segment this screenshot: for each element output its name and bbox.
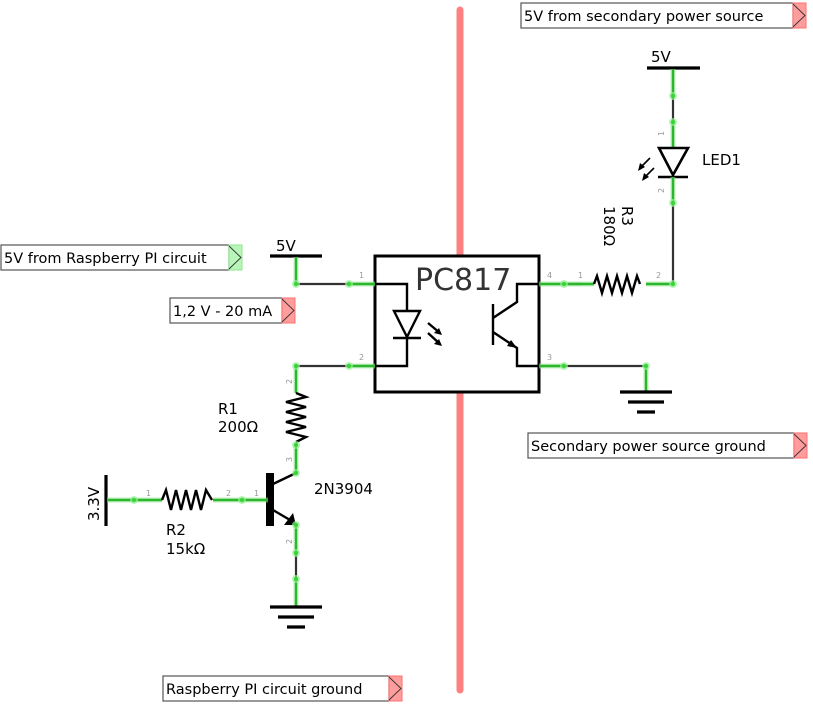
pin-number: 1 xyxy=(359,271,364,280)
net-label-rpi-5v[interactable]: 5V from Raspberry PI circuit xyxy=(0,244,243,271)
connection-dot[interactable] xyxy=(561,281,567,287)
ground-symbol-rpi xyxy=(270,579,322,629)
flag-arrow-icon xyxy=(792,3,806,28)
pin-number: 1 xyxy=(146,489,151,498)
pin-number: 1 xyxy=(578,271,583,280)
q1-ref-label: 2N3904 xyxy=(314,480,373,498)
flag-arrow-icon xyxy=(228,245,242,270)
internal-phototransistor-icon xyxy=(491,282,539,368)
r1-value-label: 200Ω xyxy=(218,418,258,436)
pin-number: 2 xyxy=(657,188,666,193)
flag-arrow-icon xyxy=(388,676,402,701)
r2-value-label: 15kΩ xyxy=(166,540,205,558)
power-label-5v: 5V xyxy=(651,48,672,66)
connection-dot[interactable] xyxy=(293,550,299,556)
pin-number: 2 xyxy=(285,539,294,544)
r1-ref-label: R1 xyxy=(218,400,238,418)
net-label-secondary-5v[interactable]: 5V from secondary power source xyxy=(520,2,807,29)
power-label-3v3: 3.3V xyxy=(85,486,103,521)
optocoupler-pc817[interactable]: PC817 1 2 3 4 xyxy=(349,254,564,394)
connection-dot[interactable] xyxy=(670,281,676,287)
net-flag-red xyxy=(793,432,808,459)
connection-dot[interactable] xyxy=(670,119,676,125)
power-symbol-secondary-5v: 5V xyxy=(647,48,700,96)
led1[interactable]: LED1 1 2 xyxy=(638,122,741,203)
internal-led-icon xyxy=(375,282,442,368)
net-label-led-current-text: 1,2 V - 20 mA xyxy=(173,304,272,320)
pin-number: 2 xyxy=(656,271,661,280)
power-label-5v: 5V xyxy=(276,237,297,255)
connection-dot[interactable] xyxy=(293,442,299,448)
r2-ref-label: R2 xyxy=(166,521,186,539)
net-flag-red xyxy=(388,675,403,702)
pin-number: 2 xyxy=(285,379,294,384)
pin-number: 2 xyxy=(359,353,364,362)
net-label-secondary-5v-text: 5V from secondary power source xyxy=(524,9,764,25)
pin-number: 3 xyxy=(285,457,294,462)
resistor-r1[interactable]: 2 3 R1 200Ω xyxy=(218,366,310,473)
light-emission-icon xyxy=(638,157,655,181)
ground-symbol-secondary xyxy=(620,366,672,414)
connection-dot[interactable] xyxy=(670,93,676,99)
led1-label: LED1 xyxy=(702,151,741,169)
net-label-secondary-ground[interactable]: Secondary power source ground xyxy=(527,432,808,459)
pin-number: 1 xyxy=(254,489,259,498)
net-label-rpi-ground[interactable]: Raspberry PI circuit ground xyxy=(162,675,403,702)
resistor-r2[interactable]: 1 2 R2 15kΩ xyxy=(134,486,242,558)
net-label-rpi-ground-text: Raspberry PI circuit ground xyxy=(166,682,362,698)
connection-dots xyxy=(130,92,677,583)
r3-value-label: 180Ω xyxy=(600,206,618,246)
connection-dot[interactable] xyxy=(293,470,299,476)
net-flag-red xyxy=(792,2,807,29)
net-label-secondary-ground-text: Secondary power source ground xyxy=(531,439,766,455)
connection-dot[interactable] xyxy=(293,363,299,369)
connection-dot[interactable] xyxy=(293,576,299,582)
power-symbol-rpi-5v: 5V xyxy=(270,237,322,284)
connection-dot[interactable] xyxy=(293,281,299,287)
pin-number: 3 xyxy=(547,353,552,362)
connection-dot[interactable] xyxy=(293,522,299,528)
power-symbol-3v3: 3.3V xyxy=(85,475,134,526)
connection-dot[interactable] xyxy=(561,363,567,369)
connection-dot[interactable] xyxy=(239,497,245,503)
connection-dot[interactable] xyxy=(670,200,676,206)
r3-ref-label: R3 xyxy=(618,206,636,226)
net-flag-red xyxy=(281,297,296,324)
flag-arrow-icon xyxy=(793,433,807,458)
flag-arrow-icon xyxy=(281,298,295,323)
net-flag-green xyxy=(228,244,243,271)
resistor-r3[interactable]: 1 2 R3 180Ω xyxy=(564,206,673,298)
transistor-base-leg[interactable]: 1 xyxy=(242,489,268,503)
net-label-rpi-5v-text: 5V from Raspberry PI circuit xyxy=(4,251,207,267)
transistor-2n3904[interactable]: 2 2N3904 xyxy=(266,471,373,553)
connection-dot[interactable] xyxy=(643,363,649,369)
net-label-led-current[interactable]: 1,2 V - 20 mA xyxy=(169,297,296,324)
connection-dot[interactable] xyxy=(346,281,352,287)
optocoupler-label: PC817 xyxy=(415,263,511,298)
pin-number: 4 xyxy=(547,271,552,280)
pin-number: 1 xyxy=(657,131,666,136)
connection-dot[interactable] xyxy=(131,497,137,503)
pin-number: 2 xyxy=(226,489,231,498)
connection-dot[interactable] xyxy=(346,363,352,369)
